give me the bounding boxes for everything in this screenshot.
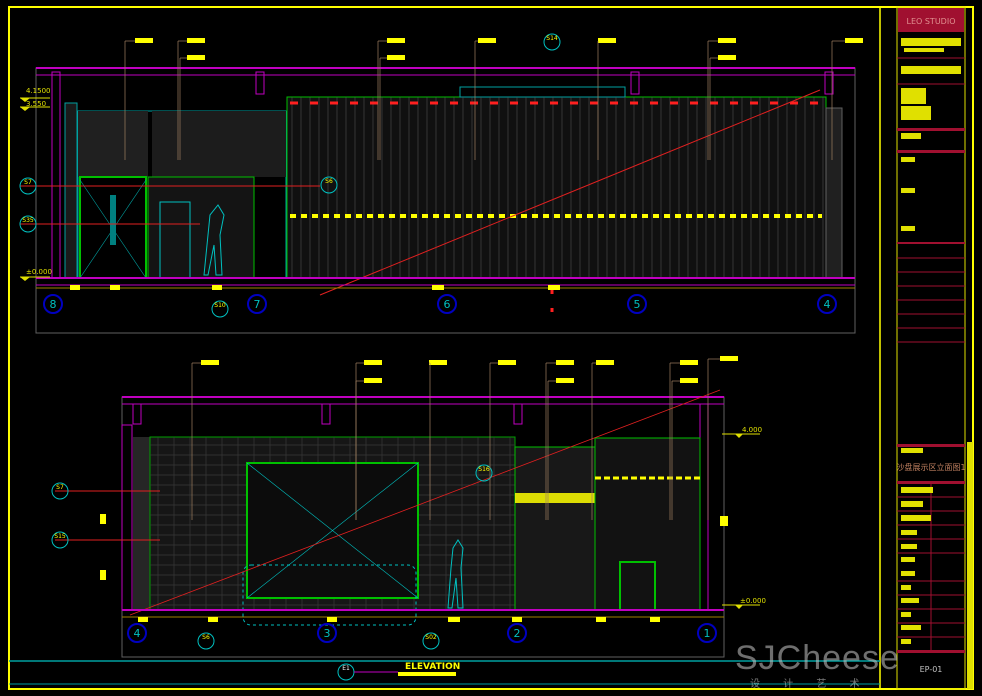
callout-tag: S14 (546, 35, 558, 42)
leader-tag (845, 38, 863, 43)
leader-tag (720, 356, 738, 361)
leader-tag (364, 360, 382, 365)
grid-bubble-1: 1 (704, 627, 711, 640)
leader-tag (680, 360, 698, 365)
watermark: SJCheese (735, 639, 900, 677)
callout-tag: S35 (22, 217, 34, 224)
drawing-title: ELEVATION (405, 662, 460, 672)
callout-tag: S7 (24, 179, 32, 186)
leader-tag (718, 55, 736, 60)
level-label: 4.1500 (26, 87, 51, 95)
callout-tag: S6 (325, 178, 333, 185)
upper-elevation: 4.1500 3.550 ±0.000 8 7 6 5 4 S7 S35 S10… (19, 33, 863, 334)
callout-tag: S15 (54, 533, 66, 540)
grid-bubble-5: 5 (634, 298, 641, 311)
leader-tag (598, 38, 616, 43)
leader-tag (387, 55, 405, 60)
callout-tag: S7 (56, 484, 64, 491)
level-label: ±0.000 (740, 597, 766, 605)
title-block: LEO STUDIO 沙盘展示区立面图1 EP-01 (896, 6, 973, 690)
callout-tag: S6 (202, 634, 210, 641)
view-tag: E1 (342, 665, 350, 672)
grid-bubble-7: 7 (254, 298, 261, 311)
leader-tag (187, 55, 205, 60)
company-name: LEO STUDIO (907, 17, 956, 26)
leader-tag (556, 360, 574, 365)
grid-bubble-4: 4 (824, 298, 831, 311)
level-label: ±0.000 (26, 268, 52, 276)
sheet-frame (8, 6, 974, 690)
leader-tag (478, 38, 496, 43)
leader-tag (364, 378, 382, 383)
grid-bubble-2: 2 (514, 627, 521, 640)
sheet-name: 沙盘展示区立面图1 (896, 462, 965, 472)
human-figure-icon (447, 539, 464, 609)
leader-tag (429, 360, 447, 365)
watermark-sub: 设 计 艺 术 (750, 679, 860, 690)
leader-tag (556, 378, 574, 383)
callout-tag: S16 (478, 466, 490, 473)
grid-bubble-3: 3 (324, 627, 331, 640)
grid-bubble-4: 4 (134, 627, 141, 640)
human-figure-icon (203, 204, 225, 276)
leader-tag (498, 360, 516, 365)
leader-tag (718, 38, 736, 43)
callout-tag: S10 (214, 302, 226, 309)
grid-bubble-8: 8 (50, 298, 57, 311)
leader-tag (135, 38, 153, 43)
level-label: 4.000 (742, 426, 762, 434)
level-label: 3.550 (26, 100, 46, 108)
leader-tag (680, 378, 698, 383)
sheet-number: EP-01 (920, 665, 943, 674)
leader-tag (596, 360, 614, 365)
lower-elevation: 4.000 ±0.000 4 3 2 1 S7 S15 S16 S6 S02 (51, 356, 766, 658)
leader-tag (201, 360, 219, 365)
callout-tag: S02 (425, 634, 437, 641)
leader-tag (187, 38, 205, 43)
leader-tag (387, 38, 405, 43)
grid-bubble-6: 6 (444, 298, 451, 311)
